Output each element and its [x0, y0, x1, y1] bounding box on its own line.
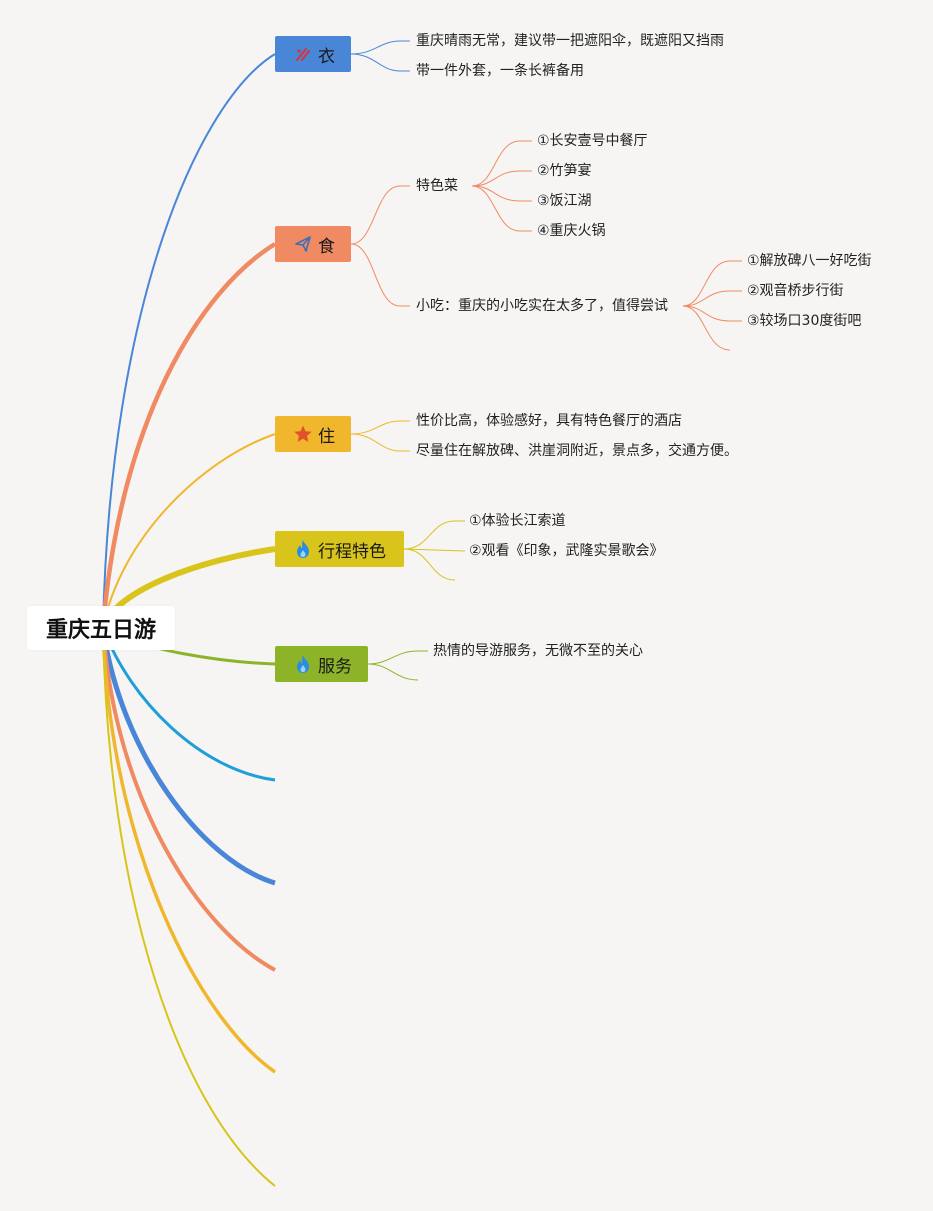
itinerary-item-2[interactable]: ②观看《印象，武隆实景歌会》 — [469, 543, 664, 559]
root-topic-label: 重庆五日游 — [45, 618, 156, 643]
clothing-item-1[interactable]: 重庆晴雨无常，建议带一把遮阳伞，既遮阳又挡雨 — [416, 33, 724, 49]
connector-root-food — [100, 242, 277, 629]
food-snack[interactable]: 小吃：重庆的小吃实在太多了，值得尝试 — [416, 298, 668, 314]
flame-icon — [292, 538, 314, 560]
food-specialty-item-1[interactable]: ①长安壹号中餐厅 — [537, 133, 648, 149]
connector-empty-1 — [101, 627, 276, 782]
food-snack-item-2[interactable]: ②观音桥步行街 — [747, 283, 844, 299]
branch-itinerary[interactable]: 行程特色 — [275, 531, 404, 567]
branch-clothing-label: 衣 — [318, 46, 335, 67]
food-specialty-item-4[interactable]: ④重庆火锅 — [537, 223, 606, 239]
food-snack-item-1[interactable]: ①解放碑八一好吃街 — [747, 253, 872, 269]
lodging-item-2[interactable]: 尽量住在解放碑、洪崖洞附近，景点多，交通方便。 — [416, 443, 738, 459]
connector-empty-3 — [101, 627, 276, 972]
branch-lodging[interactable]: 住 — [275, 416, 351, 452]
food-snack-item-3[interactable]: ③较场口30度街吧 — [747, 313, 862, 329]
branch-service[interactable]: 服务 — [275, 646, 368, 682]
itinerary-item-1[interactable]: ①体验长江索道 — [469, 513, 566, 529]
branch-lodging-label: 住 — [318, 426, 335, 447]
clothing-item-2[interactable]: 带一件外套，一条长裤备用 — [416, 63, 584, 79]
root-topic[interactable]: 重庆五日游 — [27, 606, 175, 650]
branch-food[interactable]: 食 — [275, 226, 351, 262]
food-specialty[interactable]: 特色菜 — [416, 178, 458, 194]
food-specialty-item-2[interactable]: ②竹笋宴 — [537, 163, 592, 179]
connector-empty-4 — [101, 627, 276, 1074]
flame-icon — [292, 653, 314, 675]
paper-plane-icon — [292, 233, 314, 255]
connector-empty-2 — [100, 627, 276, 886]
branch-clothing[interactable]: 衣 — [275, 36, 351, 72]
connector-empty-5 — [102, 627, 276, 1187]
branch-itinerary-label: 行程特色 — [318, 541, 386, 562]
service-item-1[interactable]: 热情的导游服务，无微不至的关心 — [433, 643, 643, 659]
branch-food-label: 食 — [318, 236, 335, 257]
connector-root-lodging — [102, 433, 276, 629]
food-specialty-item-3[interactable]: ③饭江湖 — [537, 193, 592, 209]
cutlery-icon — [292, 43, 314, 65]
branch-service-label: 服务 — [318, 656, 352, 677]
star-icon — [292, 423, 314, 445]
lodging-item-1[interactable]: 性价比高，体验感好，具有特色餐厅的酒店 — [416, 413, 682, 429]
connector-root-clothing — [102, 53, 276, 629]
